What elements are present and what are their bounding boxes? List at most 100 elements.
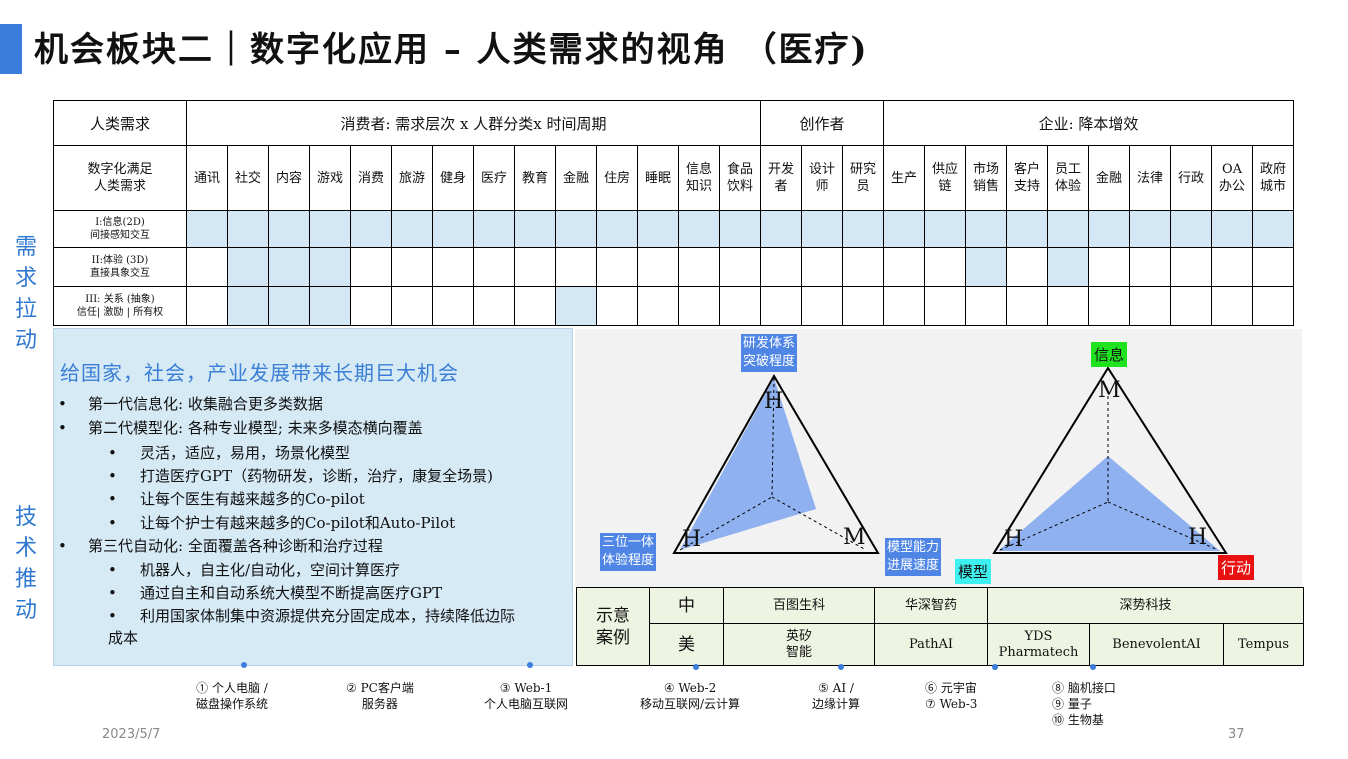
sub-bullet-item: •让每个护士有越来越多的Co-pilot和Auto-Pilot [108, 512, 455, 533]
triangle1-axis [771, 377, 775, 498]
matrix-cell [1047, 286, 1089, 326]
matrix-cell [678, 286, 720, 326]
row-label: I:信息(2D) 间接感知交互 [53, 210, 187, 248]
matrix-cell [350, 210, 392, 248]
matrix-cell [965, 210, 1007, 248]
matrix-cell [432, 286, 474, 326]
row-label: III: 关系 (抽象) 信任| 激励 | 所有权 [53, 286, 187, 326]
bullet-dot-icon: • [58, 419, 67, 437]
header-consumer: 消费者: 需求层次 x 人群分类x 时间周期 [186, 100, 761, 146]
footer-date: 2023/5/7 [102, 727, 161, 742]
sub-bullet-item: • 灵活，适应，易用，场景化模型 [108, 442, 350, 463]
column-header: 医疗 [473, 145, 515, 211]
bullet-item: •第二代模型化: 各种专业模型; 未来多模态横向覆盖 [58, 417, 423, 438]
case-us-2: PathAI [874, 623, 988, 666]
cases-china-label: 中 [649, 587, 724, 624]
matrix-cell [1211, 210, 1253, 248]
matrix-cell [801, 210, 843, 248]
bullet-item: •第三代自动化: 全面覆盖各种诊断和治疗过程 [58, 535, 383, 556]
header-corner: 数字化满足 人类需求 [53, 145, 187, 211]
column-header: 供应 链 [924, 145, 966, 211]
sub-bullet-item: •通过自主和自动系统大模型不断提高医疗GPT [108, 582, 442, 603]
bullet-text: 让每个医生有越来越多的Co-pilot [140, 490, 365, 508]
matrix-cell [1006, 286, 1048, 326]
case-cn-1: 百图生科 [723, 587, 875, 624]
info-tag: 信息 [1091, 342, 1128, 367]
triangle2-left-letter: H [1004, 527, 1024, 552]
matrix-cell [1129, 286, 1171, 326]
page-title: 机会板块二｜数字化应用 – 人类需求的视角 （医疗) [34, 30, 869, 70]
sub-bullet-item: • 机器人，自主化/自动化，空间计算医疗 [108, 559, 400, 580]
sub-bullet-item: •利用国家体制集中资源提供充分固定成本，持续降低边际成本 [108, 605, 528, 649]
bullet-dot-icon: • [108, 490, 117, 508]
case-us-5: Tempus [1223, 623, 1304, 666]
matrix-cell [883, 210, 925, 248]
side-label-demand-pull: 需 求 拉 动 [12, 232, 40, 356]
triangle1-fill [680, 378, 816, 550]
timeline-item: ③ Web-1 个人电脑互联网 [484, 681, 569, 711]
matrix-cell [473, 286, 515, 326]
case-cn-3: 深势科技 [987, 587, 1304, 624]
timeline-item: ④ Web-2 移动互联网/云计算 [640, 681, 741, 711]
bullet-text: 机器人，自主化/自动化，空间计算医疗 [140, 561, 401, 579]
row-label: II:体验 (3D) 直接具象交互 [53, 247, 187, 287]
matrix-cell [965, 286, 1007, 326]
side-char: 术 [14, 536, 37, 561]
matrix-cell [924, 210, 966, 248]
matrix-row: III: 关系 (抽象) 信任| 激励 | 所有权 [53, 286, 1294, 326]
matrix-cell [842, 286, 884, 326]
matrix-cell [227, 286, 269, 326]
side-char: 拉 [14, 297, 37, 322]
matrix-cell [268, 286, 310, 326]
bullet-text: 灵活，适应，易用，场景化模型 [140, 444, 351, 462]
column-header: 睡眠 [637, 145, 679, 211]
matrix-cell [678, 210, 720, 248]
case-cn-2: 华深智药 [874, 587, 988, 624]
case-us-4: BenevolentAI [1089, 623, 1224, 666]
matrix-cell [637, 210, 679, 248]
bullet-text: 通过自主和自动系统大模型不断提高医疗GPT [140, 584, 443, 602]
side-char: 动 [14, 598, 37, 623]
matrix-cell [883, 286, 925, 326]
matrix-cell [1252, 247, 1294, 287]
matrix-cell [719, 247, 761, 287]
matrix-cell [1252, 286, 1294, 326]
needs-matrix-table: 人类需求 消费者: 需求层次 x 人群分类x 时间周期 创作者 企业: 降本增效… [53, 100, 1294, 326]
triangle2-axis [999, 501, 1109, 551]
timeline-dot [241, 662, 247, 668]
sub-bullet-item: •打造医疗GPT（药物研发，诊断，治疗，康复全场景) [108, 465, 493, 486]
timeline-dot [992, 664, 998, 670]
column-header: 政府 城市 [1252, 145, 1294, 211]
matrix-cell [555, 286, 597, 326]
timeline-item: ⑧ 脑机接口 ⑨ 量子 ⑩ 生物基 [1052, 681, 1116, 727]
header-need: 人类需求 [53, 100, 187, 146]
matrix-cell [391, 210, 433, 248]
triangle1-left-letter: H [682, 527, 702, 552]
bullet-text: 让每个护士有越来越多的Co-pilot和Auto-Pilot [140, 514, 456, 532]
sub-bullet-item: • 让每个医生有越来越多的Co-pilot [108, 488, 365, 509]
matrix-cell [1047, 247, 1089, 287]
bullet-dot-icon: • [58, 395, 67, 413]
timeline-dot [693, 664, 699, 670]
matrix-cell [719, 286, 761, 326]
side-char: 需 [14, 235, 37, 260]
matrix-cell [1170, 286, 1212, 326]
triangle2-left-label: 模型能力 进展速度 [885, 538, 942, 576]
triangle2-fill [998, 456, 1220, 551]
matrix-cell [842, 247, 884, 287]
matrix-cell [350, 247, 392, 287]
bullet-dot-icon: • [108, 561, 117, 579]
matrix-cell [760, 210, 802, 248]
footer-page-number: 37 [1228, 727, 1245, 742]
column-header: 生产 [883, 145, 925, 211]
column-header: 设计 师 [801, 145, 843, 211]
title-accent-bar [0, 24, 22, 74]
bullet-dot-icon: • [108, 444, 117, 462]
side-char: 求 [14, 266, 37, 291]
matrix-cell [760, 286, 802, 326]
side-label-tech-push: 技 术 推 动 [12, 502, 40, 626]
column-header: 食品 饮料 [719, 145, 761, 211]
column-header: 法律 [1129, 145, 1171, 211]
timeline-dot [838, 664, 844, 670]
